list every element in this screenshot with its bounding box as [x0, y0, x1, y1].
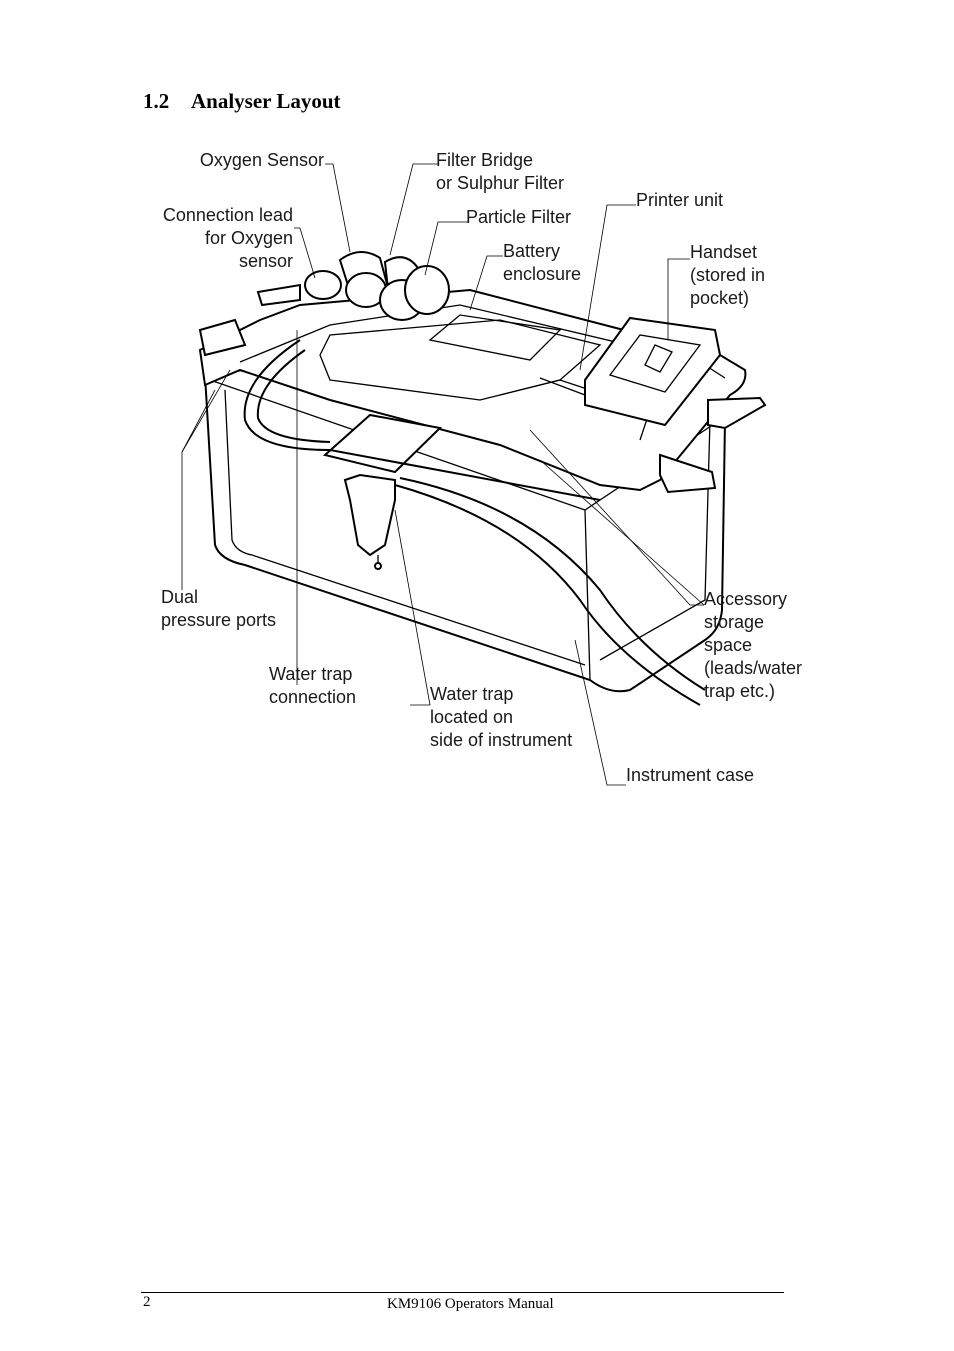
section-number: 1.2	[143, 89, 170, 113]
label-handset: Handset (stored in pocket)	[690, 242, 766, 308]
analyser-illustration	[181, 163, 767, 786]
label-accessory-storage: Accessory storage space (leads/water tra…	[704, 589, 803, 701]
label-water-trap-located: Water trap located on side of instrument	[430, 684, 573, 750]
label-printer-unit: Printer unit	[636, 190, 724, 210]
label-connection-lead: Connection lead for Oxygen sensor	[162, 205, 293, 271]
handset-box-drawing	[584, 316, 722, 427]
label-particle-filter: Particle Filter	[466, 207, 572, 227]
side-clips-drawing	[198, 283, 767, 494]
hoses-drawing	[243, 339, 706, 706]
label-dual-pressure-ports: Dual pressure ports	[161, 587, 277, 630]
section-title: Analyser Layout	[191, 89, 341, 113]
label-oxygen-sensor: Oxygen Sensor	[199, 150, 324, 170]
label-instrument-case: Instrument case	[626, 765, 755, 785]
label-filter-bridge: Filter Bridge or Sulphur Filter	[436, 150, 565, 193]
label-water-trap-connection: Water trap connection	[269, 664, 357, 707]
footer-rule	[141, 1292, 784, 1293]
water-trap-drawing	[322, 413, 443, 570]
manual-title: KM9106 Operators Manual	[387, 1296, 554, 1312]
leader-lines	[181, 163, 705, 786]
section-heading: 1.2 Analyser Layout	[143, 89, 341, 114]
page-number: 2	[143, 1294, 151, 1310]
label-battery-enclosure: Battery enclosure	[503, 241, 582, 284]
